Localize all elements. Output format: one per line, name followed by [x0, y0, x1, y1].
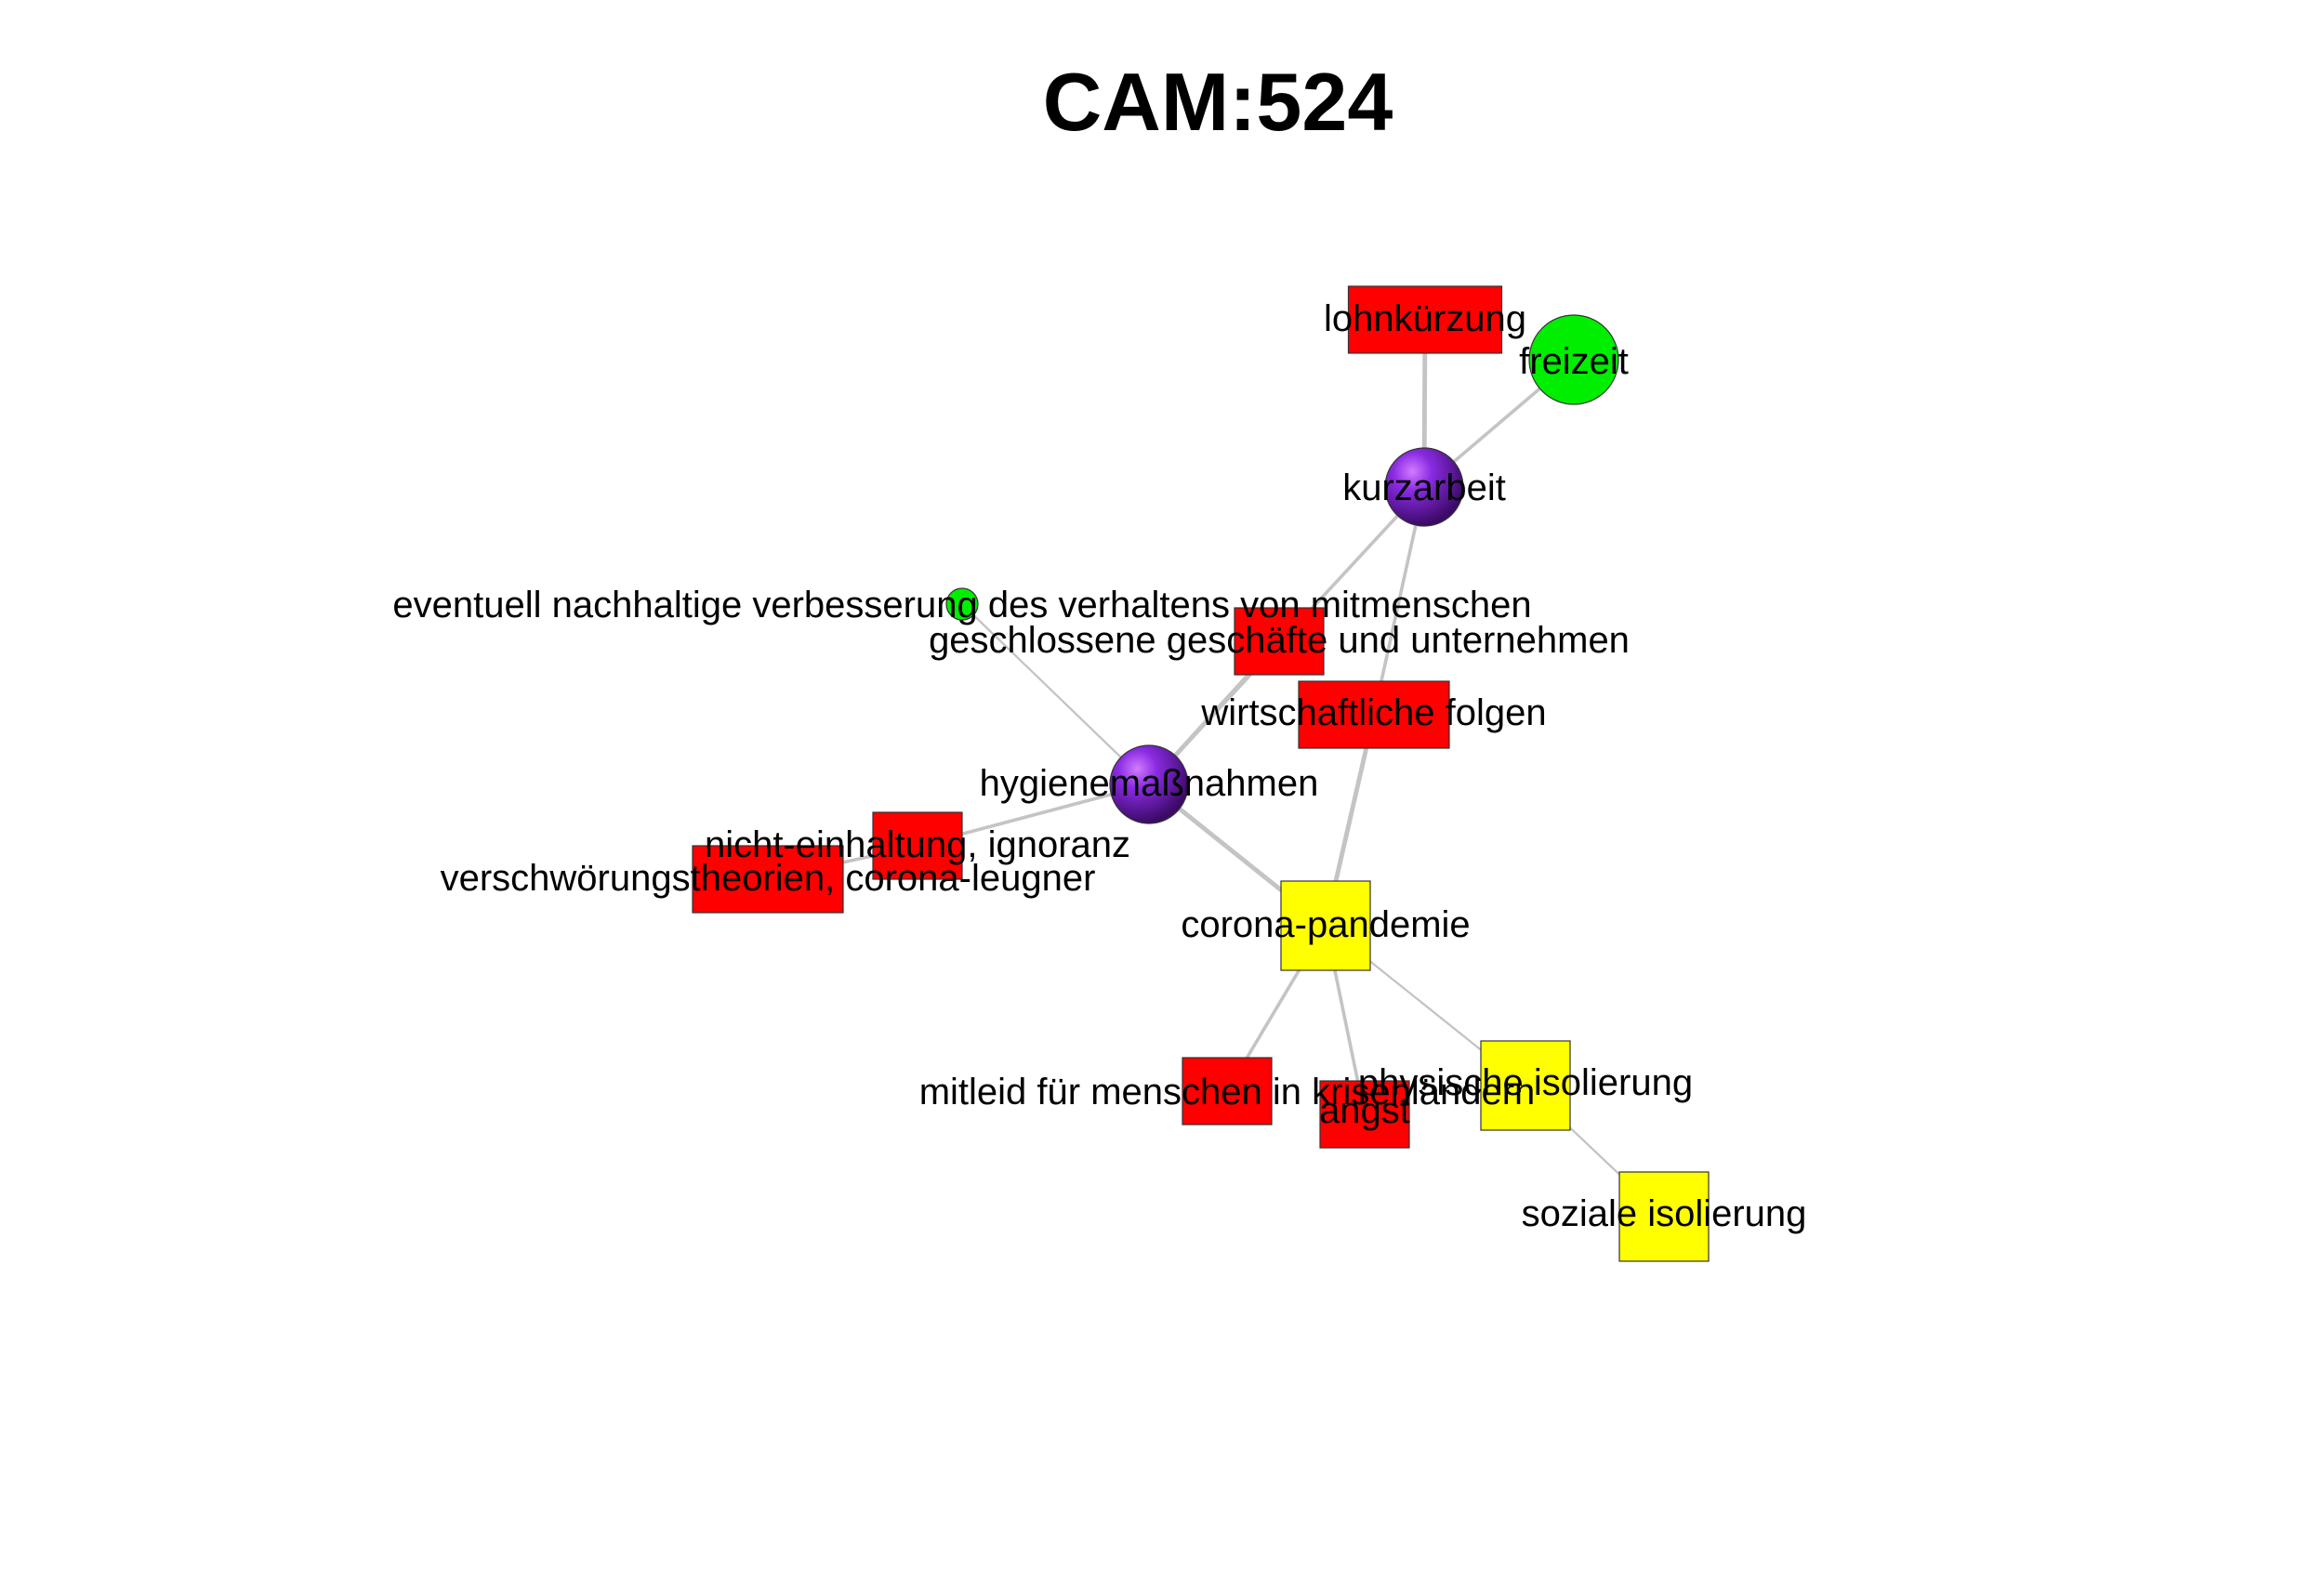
node-geschlossene — [1234, 607, 1325, 676]
node-label-wirtschaftliche: wirtschaftliche folgen — [1200, 692, 1546, 733]
node-label-verschwoerung: verschwörungstheorien, corona-leugner — [441, 858, 1096, 899]
node-wirtschaftliche — [1298, 680, 1450, 749]
node-soziale — [1618, 1171, 1710, 1262]
node-nichteinhaltung — [872, 811, 963, 880]
node-label-angst: angst — [1319, 1090, 1410, 1131]
node-freizeit — [1528, 314, 1619, 405]
node-label-corona: corona-pandemie — [1181, 904, 1470, 945]
node-label-freizeit: freizeit — [1519, 341, 1629, 382]
node-hygiene — [1109, 744, 1189, 824]
node-label-physische: physische isolierung — [1358, 1062, 1693, 1103]
node-label-mitleid: mitleid für menschen in krisenländern — [919, 1072, 1536, 1113]
node-eventuell — [945, 587, 979, 621]
nodes-layer — [692, 285, 1710, 1262]
node-label-soziale: soziale isolierung — [1522, 1193, 1807, 1234]
edge-eventuell-hygiene — [961, 603, 1150, 785]
diagram-title: CAM:524 — [1043, 56, 1393, 148]
node-kurzarbeit — [1384, 447, 1464, 527]
node-label-lohnkuerzung: lohnkürzung — [1324, 298, 1526, 339]
node-verschwoerung — [692, 845, 844, 914]
node-physische — [1480, 1040, 1571, 1131]
node-label-kurzarbeit: kurzarbeit — [1342, 467, 1506, 508]
node-angst — [1319, 1080, 1410, 1149]
node-label-eventuell: eventuell nachhaltige verbesserung des v… — [392, 585, 1531, 625]
node-label-nichteinhaltung: nicht-einhaltung, ignoranz — [705, 824, 1130, 865]
node-lohnkuerzung — [1347, 285, 1503, 354]
node-label-geschlossene: geschlossene geschäfte und unternehmen — [929, 620, 1630, 661]
node-label-hygiene: hygienemaßnahmen — [980, 763, 1319, 804]
node-mitleid — [1182, 1057, 1273, 1126]
node-corona — [1280, 880, 1371, 971]
